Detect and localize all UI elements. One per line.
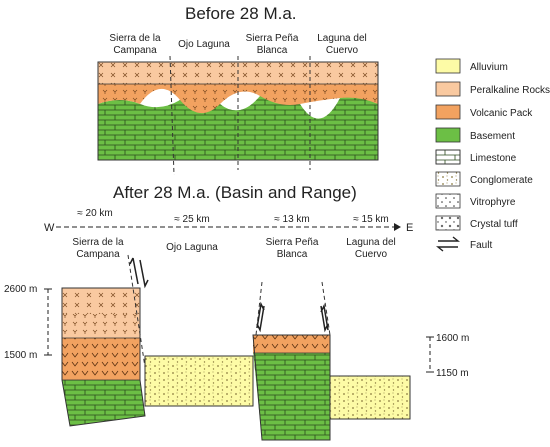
before-vitrophyre-texture <box>98 84 378 114</box>
legend-label-conglomerate: Conglomerate <box>470 175 533 186</box>
top-label-sierra-campana-2: Campana <box>113 45 157 56</box>
legend-swatch-volcanic <box>435 104 461 120</box>
bottom-label-laguna-cuervo-2: Cuervo <box>355 249 388 260</box>
transect-west-label: W <box>44 222 55 234</box>
legend-swatch-fault <box>436 236 460 252</box>
legend-label-vitrophyre: Vitrophyre <box>470 197 516 208</box>
sierra-pena-blanca-horst <box>252 334 331 441</box>
fault-arrows-center <box>255 281 331 336</box>
laguna-cuervo-basin <box>329 375 411 420</box>
top-label-sierra-pena-blanca-2: Blanca <box>257 45 288 56</box>
title-after: After 28 M.a. (Basin and Range) <box>113 183 357 202</box>
distance-1: ≈ 20 km <box>77 208 113 219</box>
distance-2: ≈ 25 km <box>174 214 210 225</box>
top-label-ojo-laguna: Ojo Laguna <box>178 39 230 50</box>
legend: Alluvium Peralkaline Rocks Volcanic Pack… <box>435 58 550 252</box>
sierra-campana-horst <box>61 287 146 427</box>
legend-swatch-limestone <box>435 149 461 165</box>
transect-line: W E ≈ 20 km ≈ 25 km ≈ 13 km ≈ 15 km <box>44 208 413 234</box>
legend-label-fault: Fault <box>470 240 492 251</box>
bottom-location-labels: Sierra de la Campana Ojo Laguna Sierra P… <box>72 237 395 260</box>
right-elevation-scale: 1600 m 1150 m <box>426 333 469 379</box>
legend-swatch-vitrophyre <box>435 193 461 209</box>
elev-1600: 1600 m <box>436 333 469 344</box>
bottom-label-sierra-pena-blanca-1: Sierra Peña <box>266 237 319 248</box>
top-label-laguna-cuervo-2: Cuervo <box>326 45 359 56</box>
title-before: Before 28 M.a. <box>185 4 297 23</box>
legend-swatch-peralkaline <box>435 81 461 97</box>
top-location-labels: Sierra de la Campana Ojo Laguna Sierra P… <box>109 33 366 56</box>
top-label-laguna-cuervo-1: Laguna del <box>317 33 367 44</box>
elev-1150: 1150 m <box>436 368 469 379</box>
legend-label-limestone: Limestone <box>470 153 517 164</box>
legend-label-alluvium: Alluvium <box>470 62 508 73</box>
bottom-label-sierra-pena-blanca-2: Blanca <box>277 249 308 260</box>
legend-label-basement: Basement <box>470 131 515 142</box>
distance-4: ≈ 15 km <box>353 214 389 225</box>
top-label-sierra-campana-1: Sierra de la <box>109 33 161 44</box>
top-label-sierra-pena-blanca-1: Sierra Peña <box>246 33 299 44</box>
bottom-label-ojo-laguna: Ojo Laguna <box>166 242 218 253</box>
before-fault-line-1 <box>169 55 175 176</box>
legend-label-crystal-tuff: Crystal tuff <box>470 219 518 230</box>
bottom-label-sierra-campana-1: Sierra de la <box>72 237 124 248</box>
legend-swatch-crystal-tuff <box>435 215 461 231</box>
distance-3: ≈ 13 km <box>274 214 310 225</box>
left-elevation-scale: 2600 m 1500 m <box>4 284 52 361</box>
bottom-label-sierra-campana-2: Campana <box>76 249 120 260</box>
elev-1500: 1500 m <box>4 350 37 361</box>
legend-swatch-conglomerate <box>435 171 461 187</box>
before-cross-section <box>97 55 379 176</box>
legend-swatch-alluvium <box>435 58 461 74</box>
bottom-label-laguna-cuervo-1: Laguna del <box>346 237 396 248</box>
legend-label-peralkaline: Peralkaline Rocks <box>470 85 550 96</box>
ojo-laguna-basin <box>144 355 254 407</box>
transect-east-label: E <box>406 222 413 234</box>
elev-2600: 2600 m <box>4 284 37 295</box>
legend-label-volcanic: Volcanic Pack <box>470 108 533 119</box>
before-section-outline <box>97 61 379 161</box>
legend-swatch-basement <box>435 127 461 143</box>
